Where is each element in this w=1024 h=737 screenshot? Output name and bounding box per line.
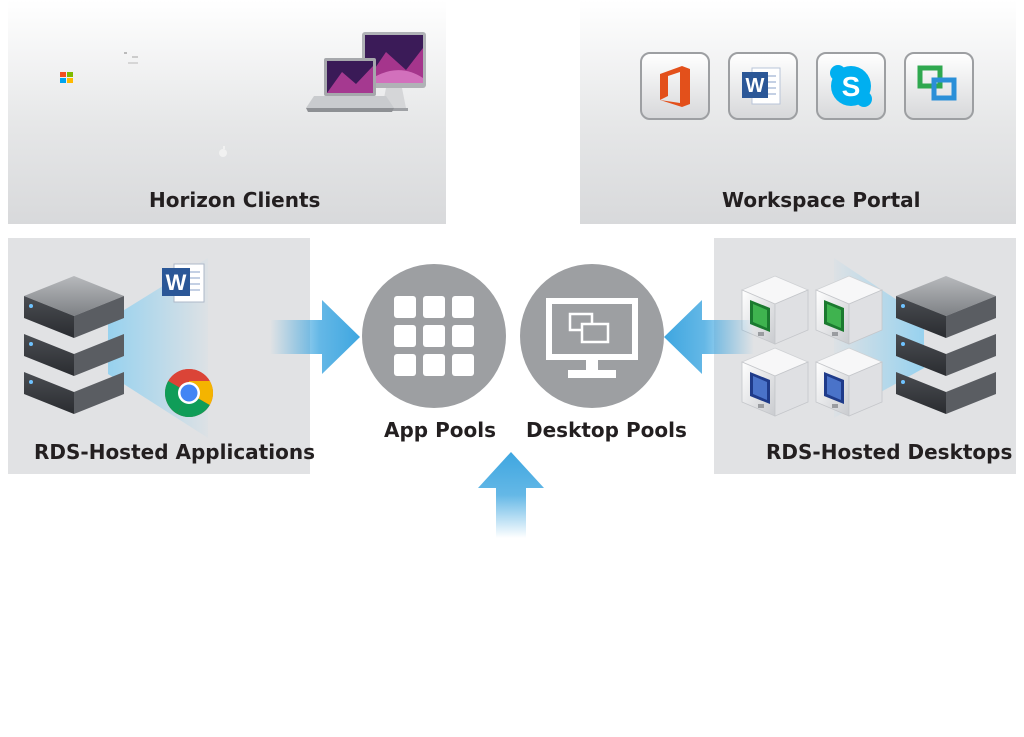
- rds-hosted-applications-panel: W RDS-Hosted Applications: [8, 238, 315, 474]
- chrome-icon: [164, 368, 214, 418]
- arrow-up-from-vsphere: [478, 452, 544, 538]
- workspace-portal-panel: W S Workspace Portal: [580, 0, 1016, 224]
- skype-icon[interactable]: S: [816, 52, 886, 120]
- virtual-desktop-cube-icon: [204, 534, 274, 606]
- virtual-desktop-cube-icon: [814, 346, 884, 418]
- app-volume-disk-icon: [692, 538, 756, 618]
- app-volume-disk-icon: [804, 538, 868, 618]
- desktop-pools-label: Desktop Pools: [526, 418, 687, 442]
- monitor-icon: [546, 298, 638, 378]
- rds-hosted-desktops-label: RDS-Hosted Desktops: [766, 440, 1013, 464]
- svg-text:S: S: [842, 71, 861, 102]
- workspace-portal-label: Workspace Portal: [722, 188, 921, 212]
- word-icon: W: [160, 258, 208, 306]
- virtual-desktop-cube-icon: [278, 534, 348, 606]
- office-icon[interactable]: [640, 52, 710, 120]
- app-volumes-label: App Volumes: [742, 656, 889, 680]
- app-grid-icon: [394, 296, 474, 376]
- horizon-workspace-icon[interactable]: [904, 52, 974, 120]
- virtual-desktop-cube-icon: [316, 510, 386, 582]
- laptop-desktop-devices-icon: [306, 32, 426, 112]
- server-stack-icon: [24, 276, 124, 416]
- server-stack-icon: [896, 276, 996, 416]
- linux-logo-icon: [124, 52, 138, 64]
- virtual-desktop-cube-icon: [814, 274, 884, 346]
- apple-logo-icon: [219, 146, 227, 157]
- app-volume-disk-icon: [860, 518, 924, 598]
- svg-text:W: W: [166, 270, 187, 295]
- vsphere-label: vSphere: [472, 546, 565, 570]
- virtual-desktops-label: Virtual Desktops: [242, 656, 430, 680]
- horizon-clients-panel: Horizon Clients: [8, 0, 446, 224]
- app-volume-disk-icon: [748, 518, 812, 598]
- horizon-clients-label: Horizon Clients: [149, 188, 321, 212]
- svg-text:W: W: [746, 75, 765, 97]
- rds-hosted-desktops-panel: RDS-Hosted Desktops: [714, 238, 1016, 474]
- rds-hosted-applications-label: RDS-Hosted Applications: [34, 440, 315, 464]
- app-pools-label: App Pools: [384, 418, 496, 442]
- arrow-right-to-app-pools: [270, 300, 360, 374]
- arrow-left-to-desktop-pools: [664, 300, 754, 374]
- word-icon[interactable]: W: [728, 52, 798, 120]
- windows-logo-icon: [60, 72, 73, 83]
- virtual-desktop-cube-icon: [242, 510, 312, 582]
- app-pools-circle[interactable]: [362, 264, 506, 408]
- desktop-pools-circle[interactable]: [520, 264, 664, 408]
- virtual-desktop-cube-icon: [316, 558, 386, 630]
- virtual-desktop-cube-icon: [242, 558, 312, 630]
